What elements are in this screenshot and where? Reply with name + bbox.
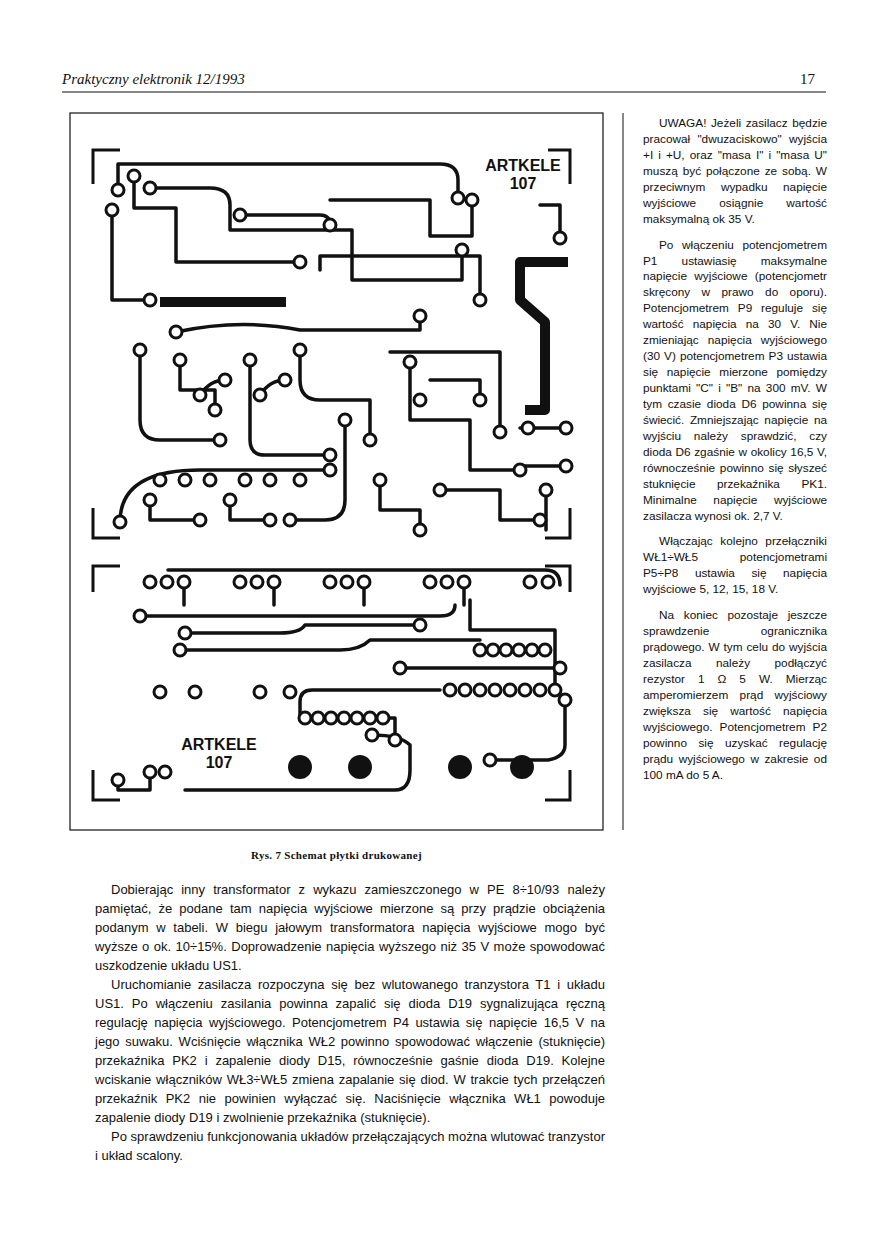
copper-traces	[112, 164, 566, 790]
side-column: UWAGA! Jeżeli zasilacz będzie pracował "…	[643, 116, 827, 794]
board-marking: ARTKELE 107	[176, 736, 262, 773]
thick-trace	[160, 297, 286, 307]
figure-caption: Rys. 7 Schemat płytki drukowanej	[70, 849, 603, 862]
body-paragraph: UWAGA! Jeżeli zasilacz będzie pracował "…	[643, 116, 827, 228]
figure-frame	[70, 113, 603, 830]
board-marking: ARTKELE 107	[480, 157, 566, 194]
mounting-pads	[288, 755, 534, 779]
body-paragraph: Po sprawdzeniu funkcjonowania układów pr…	[95, 1127, 605, 1165]
body-paragraph: Na koniec pozostaje jeszcze sprawdzenie …	[643, 608, 827, 783]
solder-pads	[106, 170, 572, 786]
running-header: Praktyczny elektronik 12/1993	[62, 70, 245, 88]
body-paragraph: Uruchomianie zasilacza rozpoczyna się be…	[95, 975, 605, 1127]
header-rule	[62, 91, 826, 92]
column-rule	[623, 113, 624, 830]
corner-marks	[93, 150, 570, 800]
body-paragraph: Dobierając inny transformator z wykazu z…	[95, 880, 605, 975]
body-paragraph: Po włączeniu potencjometrem P1 ustawiasi…	[643, 238, 827, 525]
text-column: Dobierając inny transformator z wykazu z…	[95, 880, 605, 1165]
page-number: 17	[800, 70, 815, 88]
thick-trace	[520, 262, 568, 410]
body-paragraph: Włączając kolejno przełączniki WŁ1÷WŁ5 p…	[643, 534, 827, 598]
